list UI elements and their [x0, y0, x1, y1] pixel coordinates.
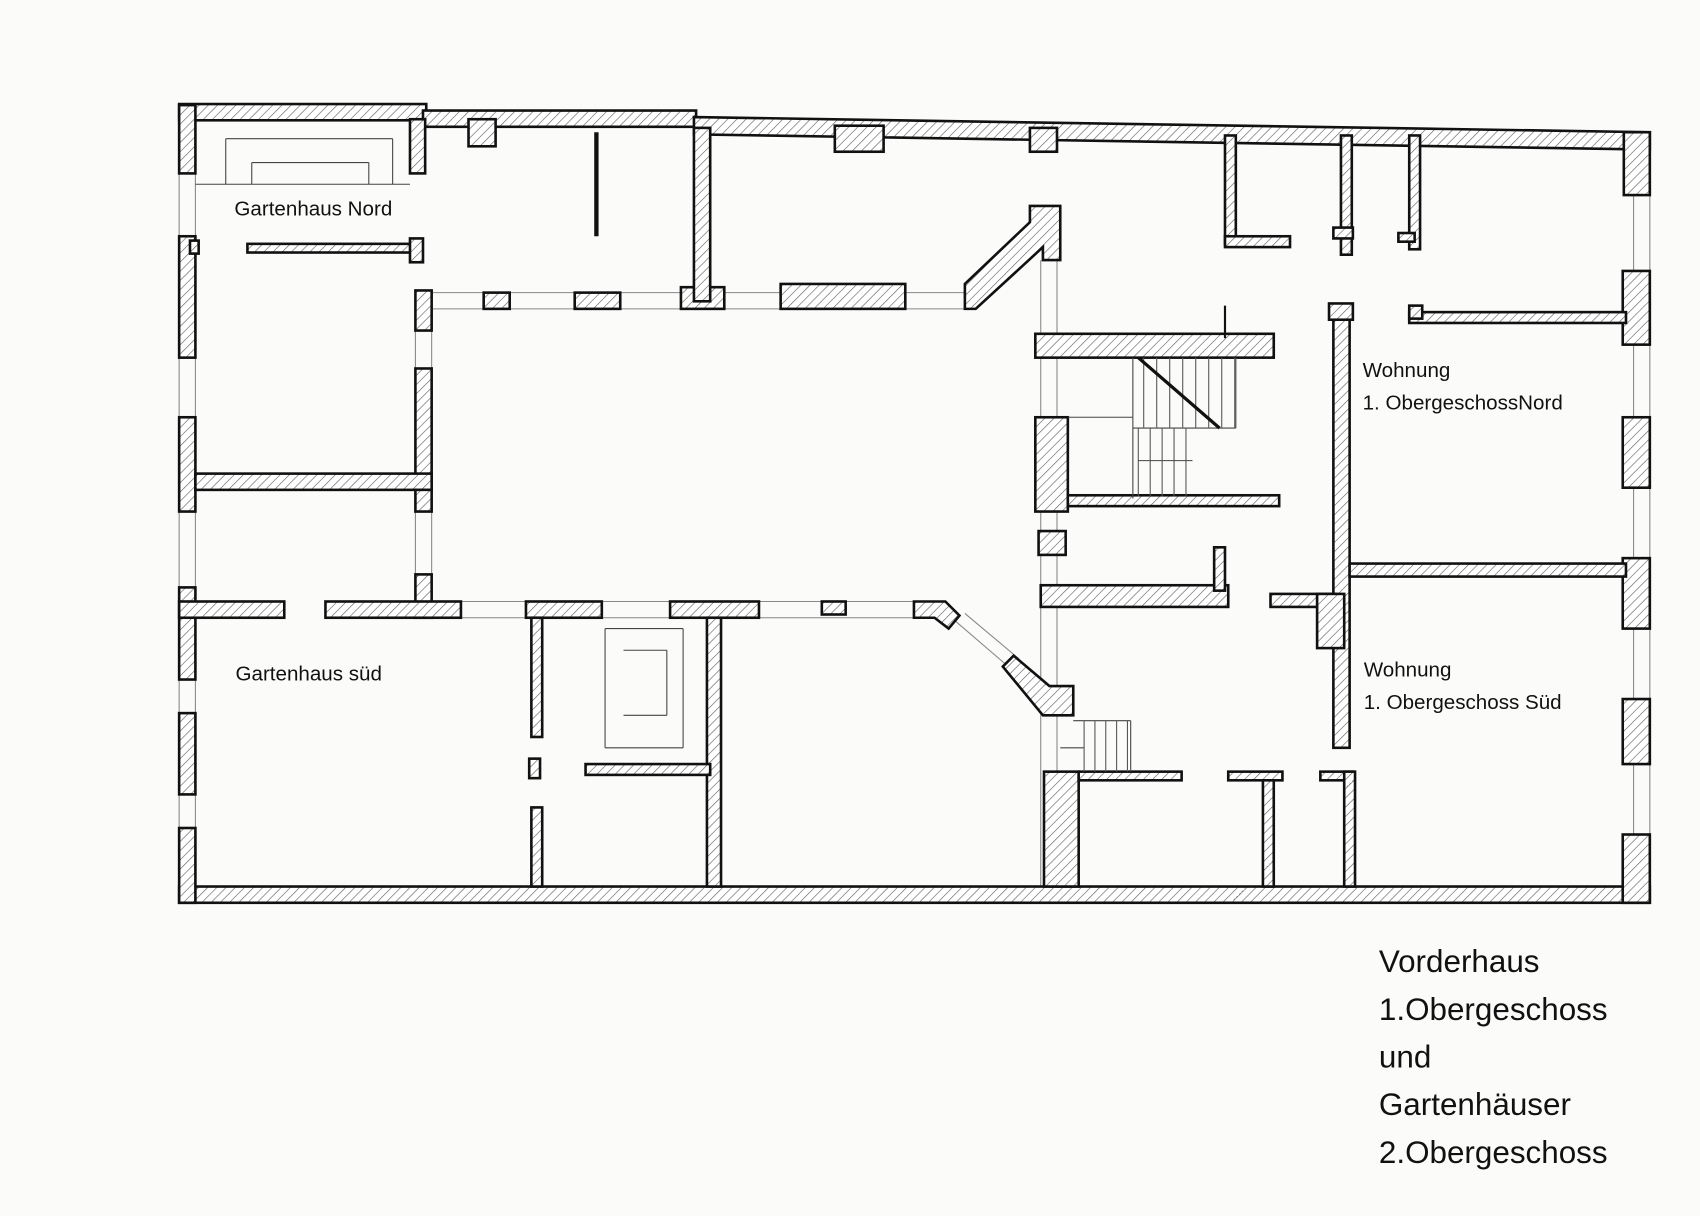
room-label-wohnung-nord-floor: 1. ObergeschossNord — [1363, 392, 1563, 415]
walls — [177, 102, 1652, 905]
wall — [188, 239, 200, 255]
wall — [668, 600, 761, 620]
caption-line-3: und — [1379, 1040, 1431, 1075]
wall — [177, 826, 197, 905]
wall — [963, 204, 1062, 311]
wall — [1621, 415, 1652, 490]
wall — [177, 600, 286, 620]
wall — [1621, 556, 1652, 630]
wall — [421, 109, 698, 129]
wall — [194, 472, 433, 492]
wall — [1621, 833, 1652, 905]
wall — [705, 616, 723, 888]
wall — [177, 415, 197, 513]
wall — [1223, 234, 1292, 249]
caption-line-1: Vorderhaus — [1379, 944, 1540, 979]
caption-line-5: 2.Obergeschoss — [1379, 1135, 1608, 1170]
wall — [1407, 310, 1628, 325]
wall — [833, 124, 885, 154]
wall — [527, 757, 542, 780]
wall — [1034, 332, 1276, 359]
wall — [414, 488, 433, 513]
wall — [530, 616, 544, 739]
wall — [246, 242, 417, 254]
wall — [414, 367, 433, 492]
wall — [1339, 134, 1354, 256]
wall — [177, 102, 428, 122]
wall — [1342, 770, 1357, 888]
wall — [584, 762, 712, 777]
wall — [692, 126, 712, 303]
wall — [1332, 307, 1351, 750]
wall — [324, 600, 463, 620]
wall — [467, 117, 497, 148]
wall — [1037, 529, 1067, 557]
wall — [408, 237, 425, 264]
wall — [1621, 269, 1652, 346]
wall — [1348, 562, 1628, 578]
wall — [1066, 493, 1281, 508]
wall — [1407, 304, 1424, 320]
wall — [1327, 302, 1355, 322]
room-label-gartenhaus-sued: Gartenhaus süd — [235, 663, 381, 686]
window-line — [964, 613, 1020, 660]
wall — [482, 291, 511, 311]
wall — [1001, 653, 1075, 717]
wall — [1034, 415, 1070, 513]
room-label-wohnung-nord: Wohnung — [1363, 359, 1451, 382]
wall — [573, 291, 622, 311]
wall — [1407, 134, 1422, 251]
wall — [1397, 231, 1416, 243]
wall — [1042, 770, 1080, 888]
wall — [177, 103, 197, 175]
wall — [1621, 697, 1652, 766]
room-label-wohnung-sued: Wohnung — [1364, 658, 1452, 681]
wall — [177, 234, 197, 359]
wall — [1212, 546, 1227, 592]
wall — [530, 806, 544, 888]
stair-cut-line — [1137, 356, 1221, 430]
wall — [1261, 779, 1276, 888]
wall — [408, 117, 427, 175]
wall — [779, 282, 907, 311]
wall — [177, 885, 1652, 905]
wall — [912, 600, 962, 631]
wall — [1077, 770, 1183, 782]
wall — [414, 289, 433, 332]
caption-line-2: 1.Obergeschoss — [1379, 992, 1608, 1027]
room-label-gartenhaus-nord: Gartenhaus Nord — [234, 198, 392, 221]
room-label-wohnung-sued-floor: 1. Obergeschoss Süd — [1364, 691, 1562, 714]
wall — [524, 600, 604, 620]
stairs — [195, 138, 1237, 772]
window-line — [953, 619, 1009, 667]
wall — [1039, 583, 1230, 609]
window-and-opening-lines — [178, 105, 1651, 903]
wall — [1028, 126, 1059, 154]
wall — [1226, 770, 1284, 782]
wall — [1223, 134, 1238, 246]
wall — [820, 600, 847, 616]
caption-line-4: Gartenhäuser — [1379, 1087, 1571, 1122]
wall — [1622, 130, 1652, 197]
wall — [1315, 592, 1346, 650]
wall — [177, 711, 197, 796]
wall — [1332, 226, 1355, 240]
